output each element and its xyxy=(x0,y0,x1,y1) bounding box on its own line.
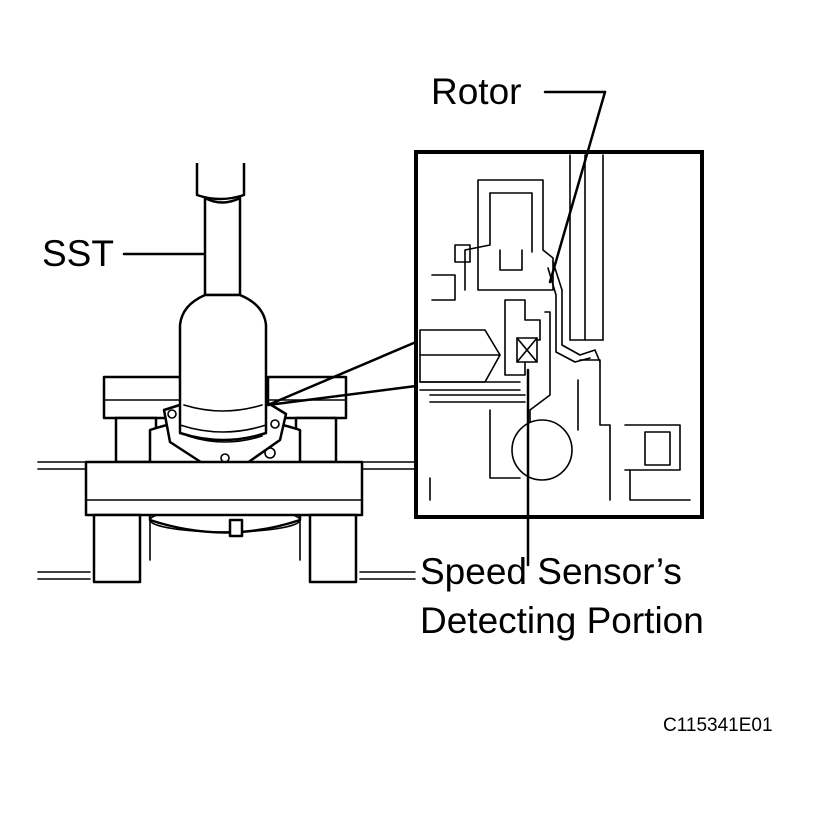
sst-label: SST xyxy=(42,233,114,274)
speed-sensor-label-line2: Detecting Portion xyxy=(420,600,704,641)
leader-lines xyxy=(122,90,607,567)
speed-sensor-label-line1: Speed Sensor’s xyxy=(420,551,682,592)
callout-wedge xyxy=(266,340,418,407)
press-assembly xyxy=(37,163,416,584)
figure-code: C115341E01 xyxy=(663,715,773,736)
detail-inset xyxy=(414,150,704,519)
rotor-label: Rotor xyxy=(431,71,522,112)
